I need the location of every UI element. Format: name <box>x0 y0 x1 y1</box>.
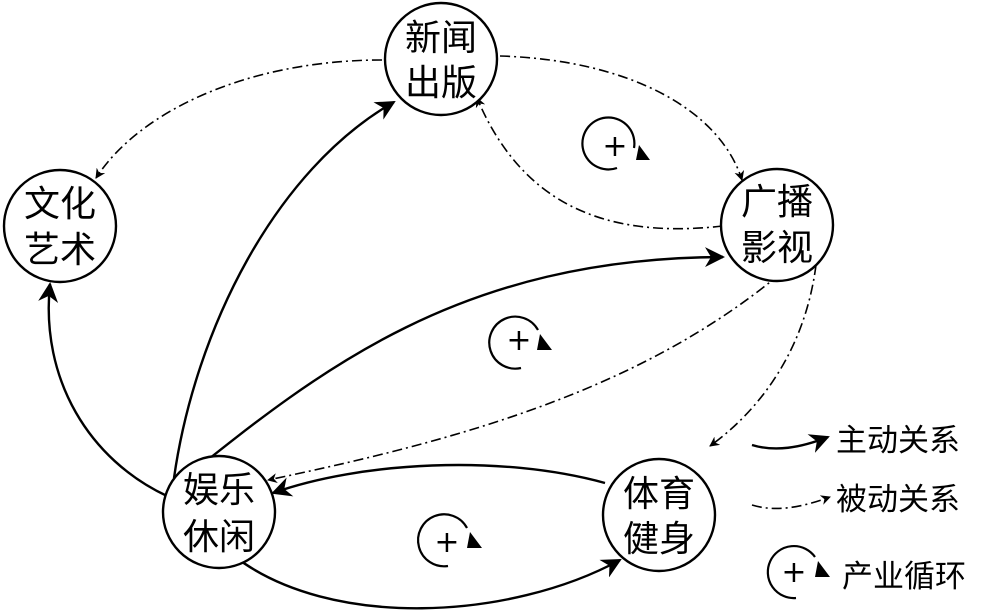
passive-edge-broadcast-to-leisure <box>267 273 781 484</box>
node-broadcast-film: 广播 影视 <box>719 167 835 283</box>
svg-text:+: + <box>781 555 806 590</box>
svg-text:产业循环: 产业循环 <box>842 559 966 595</box>
passive-edge-broadcast-to-news <box>475 97 724 230</box>
svg-text:被动关系: 被动关系 <box>836 482 960 518</box>
svg-text:娱乐: 娱乐 <box>183 470 255 511</box>
node-news-publishing: 新闻 出版 <box>383 1 499 117</box>
legend-item-passive: 被动关系 <box>751 482 960 518</box>
active-edge-leisure-to-sports <box>233 555 622 610</box>
active-edge-leisure-to-culture <box>38 282 168 498</box>
active-edge-leisure-to-broadcast <box>184 247 725 479</box>
svg-text:健身: 健身 <box>623 519 695 560</box>
active-edge-sports-to-leisure <box>271 463 606 497</box>
svg-text:艺术: 艺术 <box>24 230 96 271</box>
svg-text:+: + <box>434 525 459 560</box>
industry-cycle-symbol-middle: + <box>488 315 552 370</box>
industry-cycle-symbol-bottom: + <box>417 513 482 568</box>
passive-edge-broadcast-to-sports <box>709 264 817 447</box>
active-edge-leisure-to-news <box>172 100 396 479</box>
svg-text:广播: 广播 <box>741 182 813 223</box>
legend-item-active: 主动关系 <box>751 423 960 459</box>
passive-edge-news-to-broadcast <box>499 55 745 181</box>
svg-text:影视: 影视 <box>741 228 813 269</box>
svg-text:新闻: 新闻 <box>405 18 477 59</box>
passive-edge-news-to-culture <box>95 59 383 179</box>
svg-text:出版: 出版 <box>405 63 477 104</box>
svg-text:+: + <box>506 323 531 358</box>
legend: 主动关系 被动关系 + 产业循环 <box>751 423 966 600</box>
svg-text:文化: 文化 <box>24 184 96 225</box>
node-sports-fitness: 体育 健身 <box>601 457 717 573</box>
industry-cycle-symbol-top: + <box>581 116 650 171</box>
svg-text:体育: 体育 <box>623 474 695 515</box>
node-entertainment-leisure: 娱乐 休闲 <box>161 454 277 570</box>
legend-item-industry-cycle: + 产业循环 <box>766 544 966 600</box>
node-culture-art: 文化 艺术 <box>2 168 118 284</box>
svg-text:+: + <box>602 129 627 164</box>
svg-text:主动关系: 主动关系 <box>836 423 960 459</box>
svg-text:休闲: 休闲 <box>183 517 255 558</box>
